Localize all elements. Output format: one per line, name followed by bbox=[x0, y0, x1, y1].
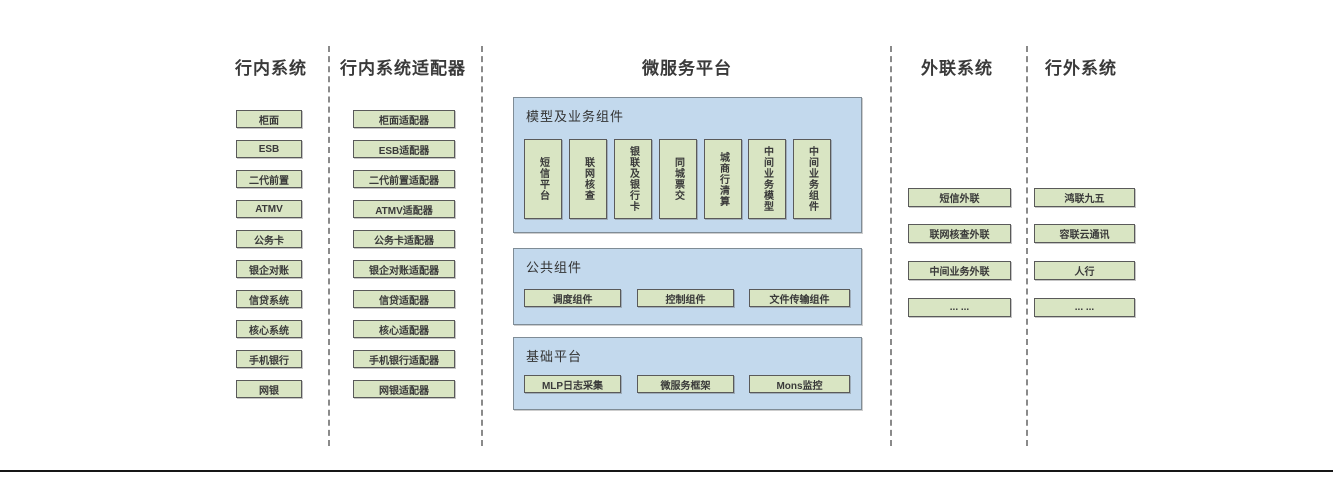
node-adapter: 柜面适配器 bbox=[353, 110, 455, 128]
node-adapter: 二代前置适配器 bbox=[353, 170, 455, 188]
node-internal-system: 二代前置 bbox=[236, 170, 302, 188]
panel-title: 基础平台 bbox=[526, 349, 583, 364]
node-outbound: 中间业务外联 bbox=[908, 261, 1011, 280]
node-adapter: ESB适配器 bbox=[353, 140, 455, 158]
node-internal-system: 核心系统 bbox=[236, 320, 302, 338]
component-box: 调度组件 bbox=[524, 289, 621, 307]
node-adapter: ATMV适配器 bbox=[353, 200, 455, 218]
component-box: 银联及银行卡 bbox=[614, 139, 652, 219]
node-external: 鸿联九五 bbox=[1034, 188, 1135, 207]
node-adapter: 公务卡适配器 bbox=[353, 230, 455, 248]
node-external: ... ... bbox=[1034, 298, 1135, 317]
component-box: 微服务框架 bbox=[637, 375, 734, 393]
node-adapter: 信贷适配器 bbox=[353, 290, 455, 308]
component-box: 同城票交 bbox=[659, 139, 697, 219]
lane-divider-3 bbox=[890, 46, 892, 446]
node-internal-system: 柜面 bbox=[236, 110, 302, 128]
component-box: 中间业务模型 bbox=[748, 139, 786, 219]
node-adapter: 银企对账适配器 bbox=[353, 260, 455, 278]
node-adapter: 网银适配器 bbox=[353, 380, 455, 398]
lane-divider-1 bbox=[328, 46, 330, 446]
node-outbound: 短信外联 bbox=[908, 188, 1011, 207]
node-internal-system: ATMV bbox=[236, 200, 302, 218]
lane-header-outbound: 外联系统 bbox=[921, 59, 993, 78]
node-internal-system: 信贷系统 bbox=[236, 290, 302, 308]
bottom-rule bbox=[0, 470, 1333, 472]
component-box: MLP日志采集 bbox=[524, 375, 621, 393]
component-box: 联网核查 bbox=[569, 139, 607, 219]
panel-common-components: 公共组件 调度组件 控制组件 文件传输组件 bbox=[513, 248, 862, 325]
node-external: 人行 bbox=[1034, 261, 1135, 280]
node-internal-system: 网银 bbox=[236, 380, 302, 398]
component-box: 短信平台 bbox=[524, 139, 562, 219]
lane-header-external: 行外系统 bbox=[1045, 59, 1117, 78]
node-internal-system: ESB bbox=[236, 140, 302, 158]
panel-title: 模型及业务组件 bbox=[526, 109, 625, 124]
panel-model-components: 模型及业务组件 短信平台 联网核查 银联及银行卡 同城票交 城商行清算 中间业务… bbox=[513, 97, 862, 233]
node-internal-system: 银企对账 bbox=[236, 260, 302, 278]
node-adapter: 核心适配器 bbox=[353, 320, 455, 338]
panel-title: 公共组件 bbox=[526, 260, 583, 275]
node-outbound: 联网核查外联 bbox=[908, 224, 1011, 243]
node-outbound: ... ... bbox=[908, 298, 1011, 317]
component-box: 控制组件 bbox=[637, 289, 734, 307]
lane-divider-2 bbox=[481, 46, 483, 446]
node-adapter: 手机银行适配器 bbox=[353, 350, 455, 368]
component-box: 文件传输组件 bbox=[749, 289, 850, 307]
node-external: 容联云通讯 bbox=[1034, 224, 1135, 243]
lane-header-adapters: 行内系统适配器 bbox=[340, 59, 466, 78]
component-box: 中间业务组件 bbox=[793, 139, 831, 219]
node-internal-system: 手机银行 bbox=[236, 350, 302, 368]
component-box: Mons监控 bbox=[749, 375, 850, 393]
component-box: 城商行清算 bbox=[704, 139, 742, 219]
lane-header-internal: 行内系统 bbox=[235, 59, 307, 78]
node-internal-system: 公务卡 bbox=[236, 230, 302, 248]
lane-divider-4 bbox=[1026, 46, 1028, 446]
lane-header-platform: 微服务平台 bbox=[642, 59, 732, 78]
panel-base-platform: 基础平台 MLP日志采集 微服务框架 Mons监控 bbox=[513, 337, 862, 410]
